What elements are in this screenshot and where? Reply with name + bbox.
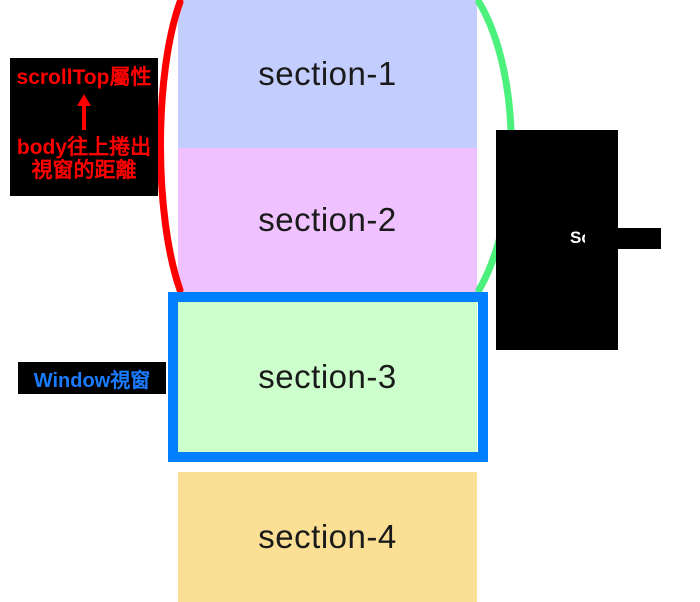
section-label-3: section-3 — [258, 358, 397, 395]
section-label-2: section-2 — [258, 201, 397, 238]
window-annotation: Window視窗 — [18, 362, 166, 394]
scroll-top-annotation: scrollTop屬性 body往上捲出 視窗的距離 — [10, 58, 158, 196]
window-annotation-label: Window視窗 — [33, 369, 151, 392]
scroll-height-label: Sc — [570, 228, 591, 247]
section-block-1: section-1 — [178, 0, 477, 148]
section-label-1: section-1 — [258, 55, 397, 92]
scroll-top-line-2: body往上捲出 — [16, 135, 152, 159]
section-block-2: section-2 — [178, 148, 477, 292]
scroll-top-line-1: scrollTop屬性 — [16, 66, 152, 89]
up-arrow-icon — [77, 93, 91, 130]
section-label-4: section-4 — [258, 518, 397, 555]
scroll-top-arrow-icon — [10, 92, 158, 132]
section-block-3: section-3 — [178, 302, 477, 452]
section-block-4: section-4 — [178, 472, 477, 602]
scroll-height-annotation: Sc — [496, 130, 618, 350]
scroll-top-line-3: 視窗的距離 — [31, 159, 137, 183]
